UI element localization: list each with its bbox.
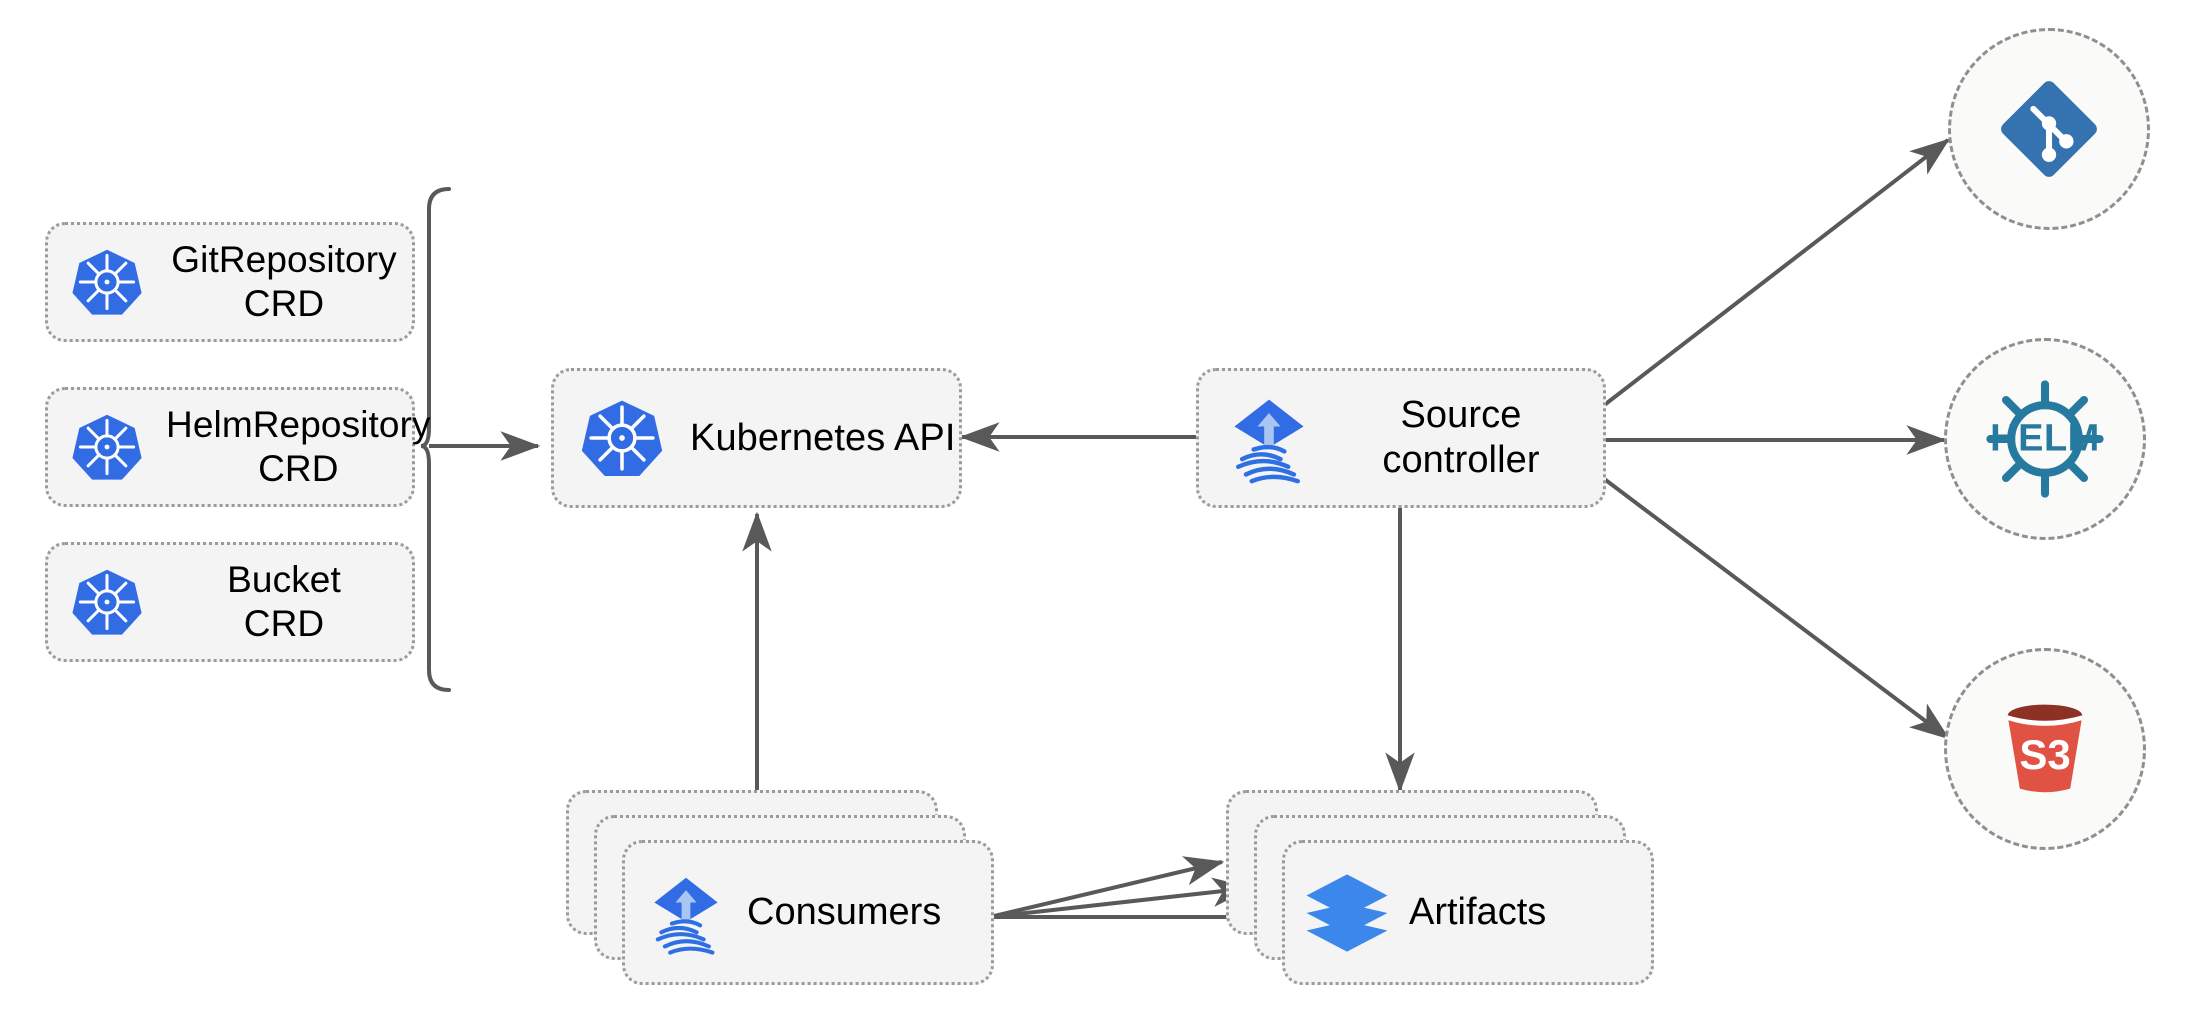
flux-icon xyxy=(1199,390,1339,486)
edge-consumers-to-artifacts-back xyxy=(989,856,1225,919)
node-kubernetes-api[interactable]: Kubernetes API xyxy=(551,368,962,508)
kubernetes-icon xyxy=(48,410,166,484)
kubernetes-icon xyxy=(554,395,690,481)
kubernetes-icon xyxy=(48,245,166,319)
s3-wordmark: S3 xyxy=(2019,731,2071,778)
node-label: Kubernetes API xyxy=(690,416,956,459)
node-gitrepository-crd[interactable]: GitRepository CRD xyxy=(45,222,415,342)
node-label: Source controller xyxy=(1382,394,1540,481)
git-icon xyxy=(1993,73,2105,185)
node-label: HelmRepository CRD xyxy=(166,404,431,489)
source-circle-s3[interactable]: S3 xyxy=(1944,648,2146,850)
stack-card-front: Artifacts xyxy=(1282,840,1654,985)
flux-icon xyxy=(625,843,747,982)
node-label: GitRepository CRD xyxy=(171,239,397,324)
node-source-controller[interactable]: Source controller xyxy=(1196,368,1606,508)
helm-wordmark: HELM xyxy=(1990,417,2100,460)
stack-card-front: Consumers xyxy=(622,840,994,985)
node-label: Artifacts xyxy=(1409,891,1547,933)
node-artifacts[interactable]: Artifacts xyxy=(1226,790,1656,990)
layers-icon xyxy=(1285,843,1409,982)
kubernetes-icon xyxy=(48,565,166,639)
node-label: Bucket CRD xyxy=(227,559,341,644)
node-bucket-crd[interactable]: Bucket CRD xyxy=(45,542,415,662)
node-label: Consumers xyxy=(747,891,942,933)
edge-source-controller-to-git xyxy=(1601,138,1950,408)
s3-icon: S3 xyxy=(1985,689,2105,809)
node-consumers[interactable]: Consumers xyxy=(566,790,996,990)
edge-consumers-to-artifacts-mid xyxy=(989,877,1253,919)
node-helmrepository-crd[interactable]: HelmRepository CRD xyxy=(45,387,430,507)
helm-icon: HELM xyxy=(1980,374,2110,504)
source-circle-helm[interactable]: HELM xyxy=(1944,338,2146,540)
edge-source-controller-to-s3 xyxy=(1601,476,1950,740)
source-circle-git[interactable] xyxy=(1948,28,2150,230)
